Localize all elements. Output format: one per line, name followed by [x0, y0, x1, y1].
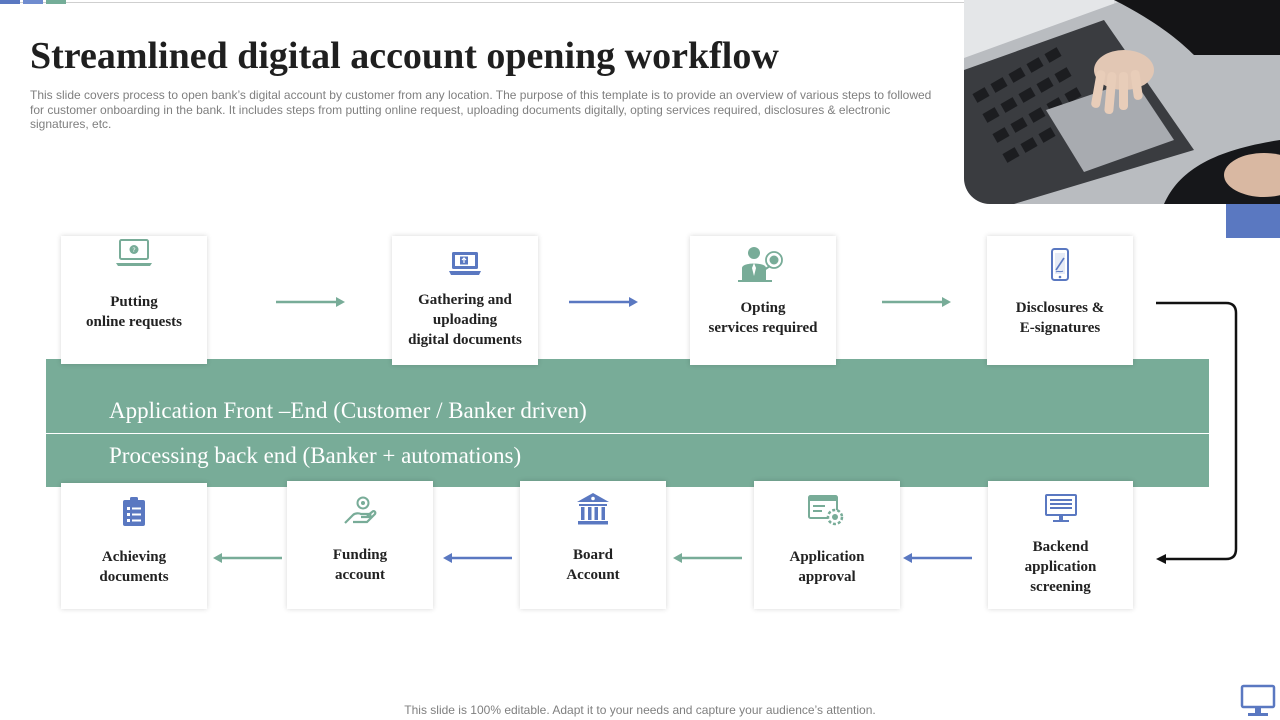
hand-coin-icon [343, 495, 377, 530]
step-card-opting-services: Opting services required [690, 236, 836, 365]
step-card-funding-account: Funding account [287, 481, 433, 609]
back-end-band: Processing back end (Banker + automation… [46, 434, 1209, 487]
front-end-band-label: Application Front –End (Customer / Banke… [109, 398, 587, 423]
flow-arrow-left [903, 553, 972, 563]
step-label: Opting services required [708, 300, 818, 336]
accent-bar-green [46, 0, 66, 4]
flow-arrow-right [569, 297, 638, 307]
step-label: Putting online requests [86, 294, 182, 330]
svg-text:?: ? [132, 246, 135, 254]
step-card-backend-screening: Backend application screening [988, 481, 1133, 609]
flow-arrow-right [882, 297, 951, 307]
monitor-icon [1240, 684, 1276, 716]
slide-title: Streamlined digital account opening work… [30, 35, 779, 77]
browser-gear-icon [808, 495, 846, 532]
smartphone-signature-icon [1049, 248, 1071, 287]
decorative-side-block [1226, 204, 1280, 238]
step-card-achieving-documents: Achieving documents [61, 483, 207, 609]
laptop-photo [964, 0, 1280, 204]
step-label: Backend application screening [1024, 539, 1097, 595]
back-end-band-label: Processing back end (Banker + automation… [109, 443, 522, 468]
clipboard-documents-icon [122, 497, 146, 532]
step-label: Disclosures & E-signatures [1015, 300, 1105, 336]
step-card-putting-online-requests: ? Putting online requests [61, 236, 207, 364]
accent-bar-light-blue [23, 0, 43, 4]
banker-service-icon [738, 244, 788, 289]
bank-building-icon [576, 492, 610, 531]
laptop-upload-icon [448, 250, 482, 283]
step-label: Gathering and uploading digital document… [408, 292, 522, 348]
slide-footer-note: This slide is 100% editable. Adapt it to… [404, 703, 876, 717]
accent-bar-blue [0, 0, 20, 4]
step-card-board-account: Board Account [520, 481, 666, 609]
flow-arrow-left [213, 553, 282, 563]
step-label: Board Account [566, 547, 620, 583]
step-label: Application approval [789, 549, 865, 585]
step-card-disclosures: Disclosures & E-signatures [987, 236, 1133, 365]
step-card-gathering-documents: Gathering and uploading digital document… [392, 236, 538, 365]
laptop-help-icon: ? [115, 238, 153, 273]
monitor-screening-icon [1044, 493, 1078, 528]
loop-connector-arrow [1156, 301, 1238, 564]
step-label: Funding account [332, 547, 388, 583]
step-card-application-approval: Application approval [754, 481, 900, 609]
step-label: Achieving documents [99, 549, 169, 585]
top-divider [0, 2, 964, 3]
slide-description: This slide covers process to open bank’s… [30, 88, 932, 131]
flow-arrow-right [276, 297, 345, 307]
flow-arrow-left [443, 553, 512, 563]
flow-arrow-left [673, 553, 742, 563]
front-end-band: Application Front –End (Customer / Banke… [46, 359, 1209, 433]
